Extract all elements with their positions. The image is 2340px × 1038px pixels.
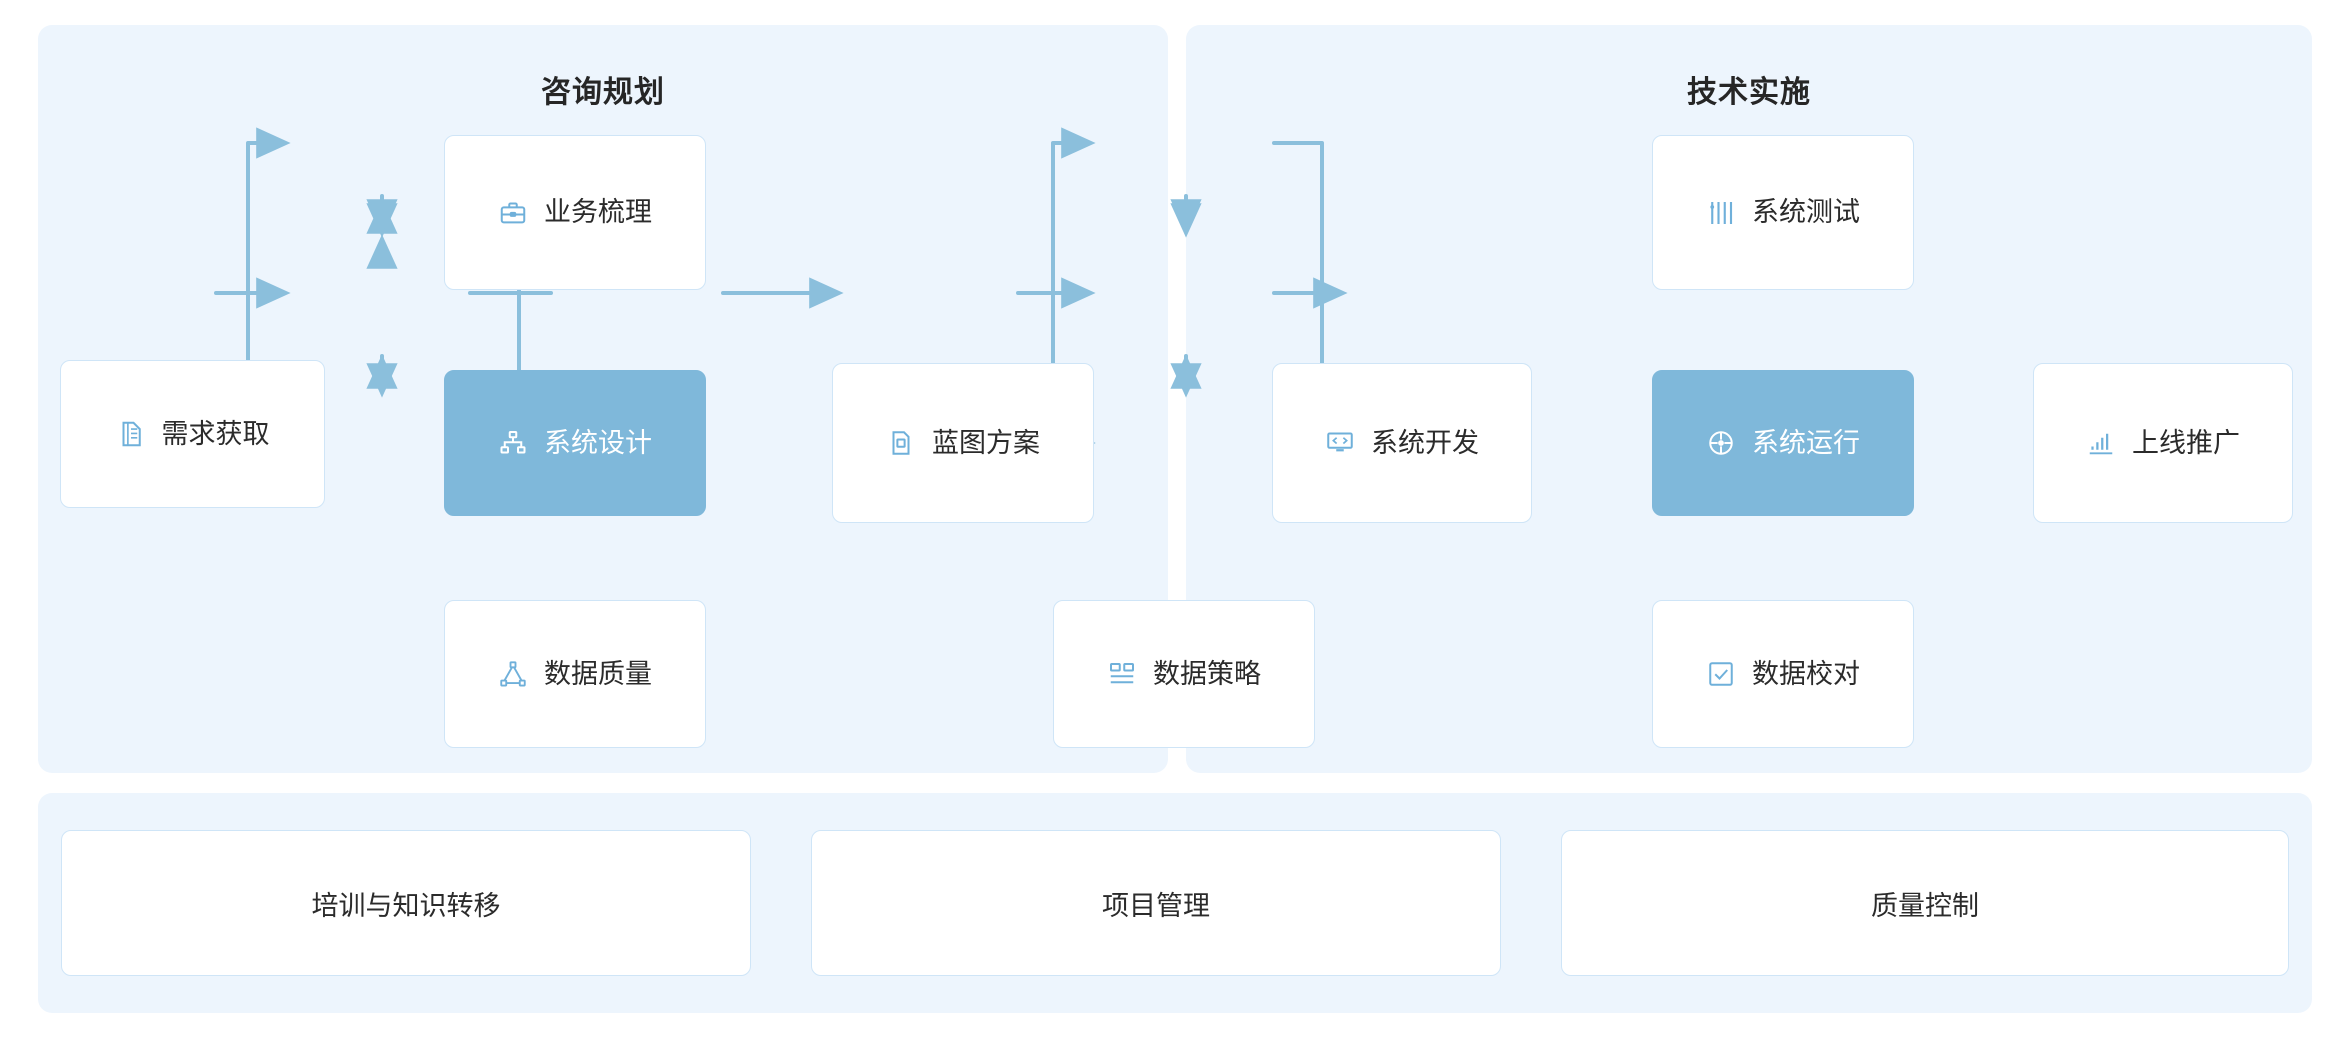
node-dataq[interactable]: 数据质量 [444,600,706,748]
support-card-label: 质量控制 [1871,890,1979,921]
node-sysdev[interactable]: 系统开发 [1272,363,1532,523]
node-req[interactable]: 需求获取 [60,360,325,508]
node-datastr[interactable]: 数据策略 [1053,600,1315,748]
phase-title-technical: 技术实施 [1687,76,1811,109]
target-icon [1706,428,1736,458]
support-card-qc[interactable]: 质量控制 [1561,830,2289,976]
node-label: 系统测试 [1752,197,1860,227]
briefcase-icon [498,198,528,228]
node-biz[interactable]: 业务梳理 [444,135,706,290]
sliders-icon [1706,198,1736,228]
node-label: 蓝图方案 [932,427,1040,458]
support-card-training[interactable]: 培训与知识转移 [61,830,751,976]
node-label: 上线推广 [2132,427,2240,458]
node-label: 数据质量 [544,658,652,689]
node-sysrun[interactable]: 系统运行 [1652,370,1914,516]
node-launch[interactable]: 上线推广 [2033,363,2293,523]
code-monitor-icon [1325,428,1355,458]
node-sysdes[interactable]: 系统设计 [444,370,706,516]
node-label: 业务梳理 [544,197,652,227]
node-label: 系统开发 [1371,427,1479,458]
node-systest[interactable]: 系统测试 [1652,135,1914,290]
support-card-label: 培训与知识转移 [311,890,501,921]
node-label: 系统设计 [544,427,652,458]
support-panel: 培训与知识转移 项目管理 质量控制 [38,793,2312,1013]
node-blueprint[interactable]: 蓝图方案 [832,363,1094,523]
support-card-pm[interactable]: 项目管理 [811,830,1501,976]
sitemap-icon [498,428,528,458]
node-label: 数据校对 [1752,658,1860,689]
node-label: 数据策略 [1153,658,1261,689]
node-datachk[interactable]: 数据校对 [1652,600,1914,748]
node-label: 系统运行 [1752,427,1860,458]
document-icon [116,419,146,449]
node-graph-icon [498,659,528,689]
phase-title-consulting: 咨询规划 [541,76,665,109]
checkbox-icon [1706,659,1736,689]
blueprint-icon [886,428,916,458]
bar-chart-icon [2086,428,2116,458]
support-card-label: 项目管理 [1102,890,1210,921]
data-strategy-icon [1107,659,1137,689]
node-label: 需求获取 [161,418,270,449]
